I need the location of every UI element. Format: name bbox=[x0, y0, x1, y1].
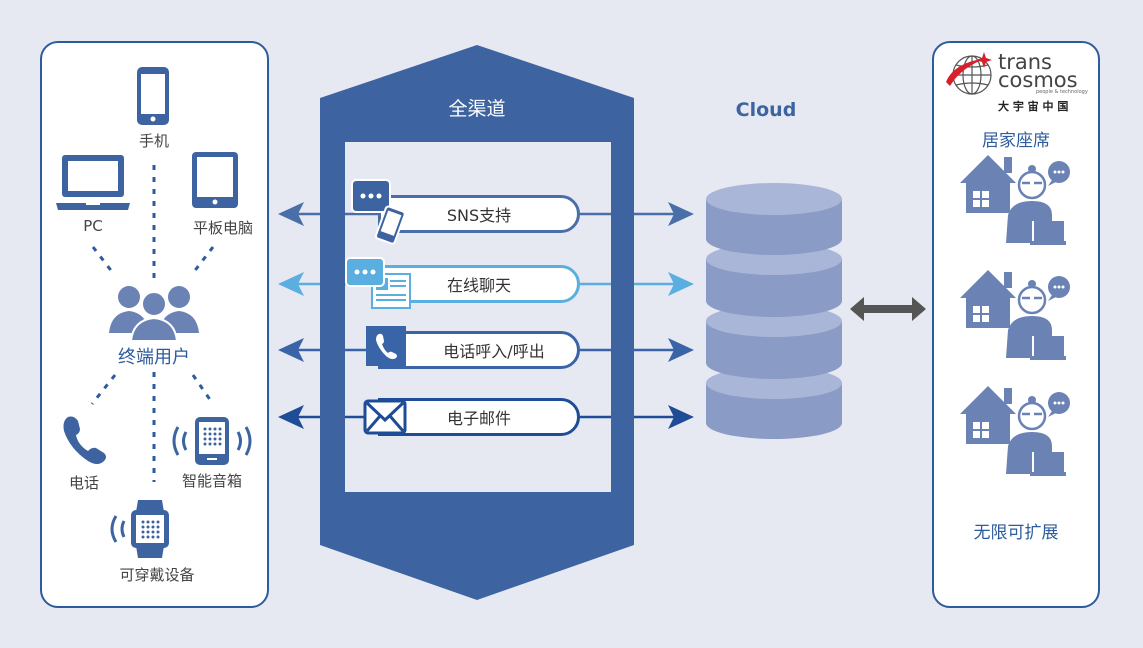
home-agent-icon bbox=[960, 155, 1070, 245]
channel-sns-label: SNS支持 bbox=[446, 206, 512, 225]
logo-tagline: people & technology bbox=[1036, 89, 1088, 95]
channel-live-chat[interactable]: 在线聊天 bbox=[378, 265, 580, 303]
laptop-icon bbox=[56, 155, 130, 210]
unlimited-scalability-label: 无限可扩展 bbox=[973, 523, 1059, 543]
device-label-phone: 手机 bbox=[138, 132, 169, 150]
channel-phone-label: 电话呼入/呼出 bbox=[443, 342, 545, 361]
end-users-label: 终端用户 bbox=[118, 347, 190, 368]
device-label-tablet: 平板电脑 bbox=[192, 219, 253, 237]
channel-email-label: 电子邮件 bbox=[446, 409, 511, 428]
end-users-icon bbox=[109, 286, 199, 342]
cloud-database-icon bbox=[706, 183, 842, 439]
home-agent-icon bbox=[960, 386, 1070, 476]
email-icon bbox=[363, 399, 407, 435]
logo-text-trans: trans bbox=[998, 50, 1052, 74]
cloud-title: Cloud bbox=[735, 99, 797, 121]
smart-speaker-icon bbox=[172, 417, 252, 465]
channel-email[interactable]: 电子邮件 bbox=[378, 398, 580, 436]
smartphone-icon bbox=[137, 67, 169, 125]
tablet-icon bbox=[192, 152, 238, 208]
telephone-icon bbox=[63, 416, 106, 464]
bidirectional-arrow-icon bbox=[850, 297, 926, 321]
home-agent-icon bbox=[960, 270, 1070, 360]
logo-text-cosmos: cosmos bbox=[998, 68, 1078, 92]
omnichannel-title: 全渠道 bbox=[448, 98, 506, 120]
device-label-wearable: 可穿戴设备 bbox=[119, 566, 195, 584]
channel-phone[interactable]: 电话呼入/呼出 bbox=[378, 331, 580, 369]
channel-live-chat-label: 在线聊天 bbox=[446, 276, 511, 295]
home-agents-title: 居家座席 bbox=[982, 131, 1050, 151]
live-chat-icon bbox=[345, 257, 411, 309]
device-label-smart-speaker: 智能音箱 bbox=[181, 472, 242, 490]
smartwatch-icon bbox=[110, 500, 169, 558]
sns-chat-icon bbox=[351, 179, 406, 245]
phone-call-icon bbox=[366, 326, 406, 366]
transcosmos-globe-logo-icon bbox=[946, 52, 992, 95]
logo-chinese-name: 大 宇 宙 中 国 bbox=[998, 100, 1069, 113]
device-label-pc: PC bbox=[83, 217, 103, 235]
device-label-telephone: 电话 bbox=[68, 474, 99, 492]
channel-sns[interactable]: SNS支持 bbox=[378, 195, 580, 233]
